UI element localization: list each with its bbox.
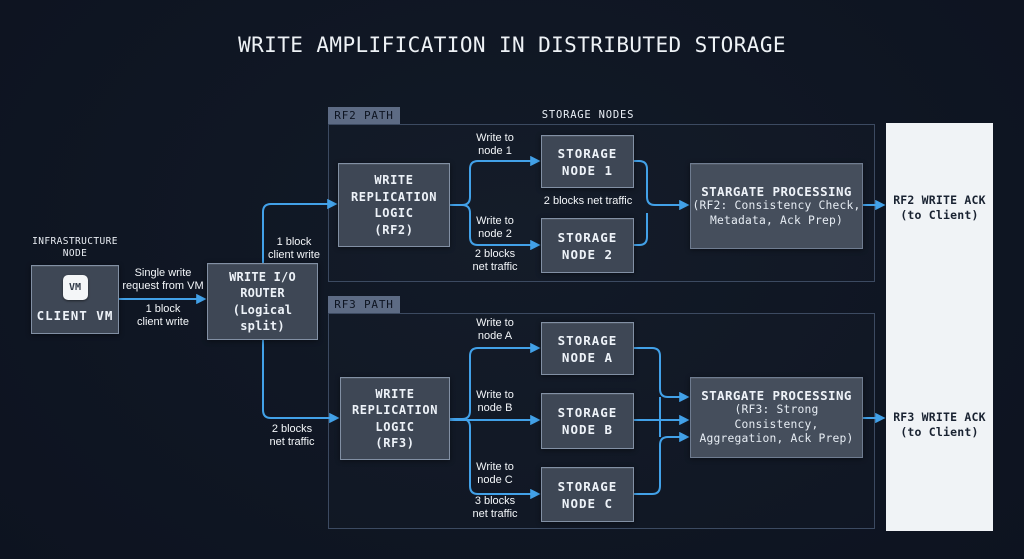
stargate-processing-rf3-box: STARGATE PROCESSING (RF3: Strong Consist…: [690, 377, 863, 458]
infrastructure-node-caption: INFRASTRUCTURE NODE: [32, 236, 118, 259]
write-io-router-label: WRITE I/O ROUTER (Logical split): [229, 269, 296, 334]
edge-label-write-node1: Write to node 1: [476, 132, 514, 157]
edge-label-rf2-1-block: 1 block client write: [268, 236, 320, 261]
edge-label-write-nodeC: Write to node C: [476, 461, 514, 486]
write-io-router-box: WRITE I/O ROUTER (Logical split): [207, 263, 318, 340]
write-replication-logic-rf3-box: WRITE REPLICATION LOGIC (RF3): [340, 377, 450, 460]
edge-nodeA-to-stargate3: [634, 347, 690, 403]
write-replication-logic-rf3-label: WRITE REPLICATION LOGIC (RF3): [351, 386, 439, 451]
rf2-write-ack-label: RF2 WRITE ACK (to Client): [893, 193, 986, 222]
stargate-rf3-detail: (RF3: Strong Consistency, Aggregation, A…: [699, 403, 854, 446]
edge-node2-to-stargate2: [634, 213, 648, 246]
rf3-path-frame: [328, 313, 875, 529]
storage-node-1-label: STORAGE NODE 1: [557, 145, 618, 178]
storage-node-2-label: STORAGE NODE 2: [557, 229, 618, 262]
client-vm-box: VM CLIENT VM: [31, 265, 119, 334]
storage-nodes-heading: STORAGE NODES: [541, 109, 635, 121]
client-vm-label: CLIENT VM: [36, 308, 114, 323]
stargate-processing-rf2-box: STARGATE PROCESSING (RF2: Consistency Ch…: [690, 163, 863, 249]
vm-icon: VM: [62, 275, 88, 300]
edge-rf2-to-node1: [450, 155, 541, 206]
edge-label-write-nodeA: Write to node A: [476, 317, 514, 342]
edge-nodeC-to-stargate3: [634, 431, 690, 495]
storage-node-c-label: STORAGE NODE C: [557, 478, 618, 511]
rf2-path-tab: RF2 PATH: [328, 107, 400, 124]
ack-panel: RF2 WRITE ACK (to Client) RF3 WRITE ACK …: [886, 123, 993, 531]
edge-label-write-nodeB: Write to node B: [476, 389, 514, 414]
diagram-title: WRITE AMPLIFICATION IN DISTRIBUTED STORA…: [238, 33, 786, 57]
rf3-path-tab: RF3 PATH: [328, 296, 400, 313]
storage-node-2-box: STORAGE NODE 2: [541, 218, 634, 273]
edge-label-node1-traffic: 2 blocks net traffic: [543, 195, 633, 207]
stargate-rf3-title: STARGATE PROCESSING: [701, 388, 852, 404]
stargate-rf2-title: STARGATE PROCESSING: [701, 184, 852, 199]
storage-node-a-label: STORAGE NODE A: [557, 332, 618, 365]
write-replication-logic-rf2-label: WRITE REPLICATION LOGIC (RF2): [350, 173, 438, 237]
storage-node-b-box: STORAGE NODE B: [541, 393, 634, 449]
storage-node-1-box: STORAGE NODE 1: [541, 135, 634, 188]
storage-node-a-box: STORAGE NODE A: [541, 322, 634, 375]
rf3-write-ack-label: RF3 WRITE ACK (to Client): [893, 410, 986, 439]
storage-node-b-label: STORAGE NODE B: [557, 405, 618, 437]
edge-router-to-rf2: [262, 198, 338, 263]
edge-rf2-to-node2: [450, 204, 541, 251]
edge-label-node2-traffic: 2 blocks net traffic: [472, 248, 518, 273]
edge-label-single-write-request: Single write request from VM: [122, 267, 204, 292]
edge-rf3-to-nodeC: [450, 418, 541, 500]
edge-label-rf3-2-blocks: 2 blocks net traffic: [269, 423, 315, 448]
edge-label-nodeC-traffic: 3 blocks net traffic: [472, 495, 518, 520]
stargate-rf2-detail: (RF2: Consistency Check, Metadata, Ack P…: [692, 199, 861, 227]
storage-node-c-box: STORAGE NODE C: [541, 467, 634, 522]
edge-label-write-node2: Write to node 2: [476, 215, 514, 240]
write-replication-logic-rf2-box: WRITE REPLICATION LOGIC (RF2): [338, 163, 450, 247]
edge-node1-to-stargate2: [634, 160, 690, 211]
edge-label-1-block-client-write: 1 block client write: [137, 303, 189, 328]
edge-router-to-rf3: [262, 337, 340, 424]
